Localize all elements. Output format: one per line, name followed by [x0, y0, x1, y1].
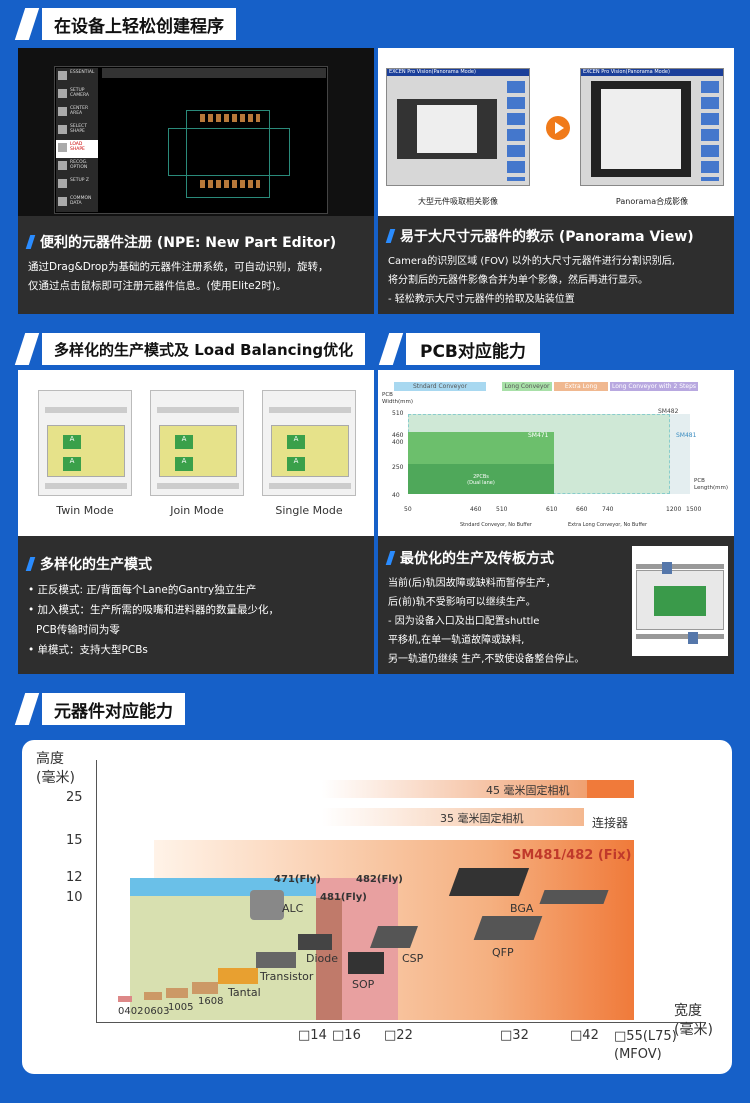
csp-icon — [369, 926, 419, 948]
modes-illustration: A A Twin Mode A A Join Mode A A Single M… — [18, 370, 374, 536]
npe-menu-item[interactable]: SETUP Z — [56, 176, 98, 194]
npe-menu-item[interactable]: SETUP CAMERA — [56, 86, 98, 104]
mode-illustration: A A — [150, 390, 244, 496]
menu-item-icon — [58, 161, 67, 170]
panorama-screenshots: EXCEN Pro Vision(Panorama Mode) EXCEN Pr… — [378, 48, 734, 216]
components-chart: 高度 (毫米) 25 15 12 10 45 毫米固定相机 35 毫米固定相机 … — [22, 740, 732, 1074]
mode-label: Join Mode — [170, 504, 224, 517]
menu-item-icon — [58, 143, 67, 152]
menu-item-icon — [58, 197, 67, 206]
npe-menu-item[interactable]: SELECT SHAPE — [56, 122, 98, 140]
section-title-components: 元器件对应能力 — [14, 693, 185, 725]
qfp-icon — [473, 916, 543, 940]
npe-heading: 便利的元器件注册 (NPE: New Part Editor) — [40, 235, 337, 251]
menu-item-icon — [58, 125, 67, 134]
alc-icon — [250, 890, 284, 920]
y-axis-title: 高度 (毫米) — [36, 751, 75, 786]
panorama-left-caption: 大型元件吸取相关影像 — [418, 197, 498, 206]
sop-icon — [348, 952, 384, 974]
npe-caption: 便利的元器件注册 (NPE: New Part Editor) 通过Drag&D… — [25, 232, 368, 296]
pcb-panel: Stndard Conveyor Long Conveyor Extra Lon… — [378, 370, 734, 674]
mode-label: Single Mode — [275, 504, 343, 517]
section-title-create-program: 在设备上轻松创建程序 — [14, 8, 236, 40]
mode-label: Twin Mode — [56, 504, 114, 517]
menu-item-icon — [58, 107, 67, 116]
mode-illustration: A A — [262, 390, 356, 496]
conveyor-heading: 最优化的生产及传板方式 — [400, 551, 554, 567]
npe-menu-item[interactable]: COMMON DATA — [56, 194, 98, 212]
modes-caption: 多样化的生产模式 • 正反模式: 正/背面每个Lane的Gantry独立生产 •… — [25, 554, 372, 660]
mode-illustration: A A — [38, 390, 132, 496]
part-0402-icon — [118, 996, 132, 1002]
npe-menu-item[interactable]: LOAD SHAPE — [56, 140, 98, 158]
conveyor-illustration — [632, 546, 728, 656]
panorama-left-window: EXCEN Pro Vision(Panorama Mode) — [386, 68, 530, 186]
panorama-right-caption: Panorama合成影像 — [615, 197, 689, 206]
section-title-pcb: PCB对应能力 — [378, 333, 540, 365]
conveyor-caption: 最优化的生产及传板方式 当前(后)轨因故障或缺料而暂停生产， 后(前)轨不受影响… — [385, 548, 624, 669]
diode-icon — [298, 934, 332, 950]
pcb-chart: Stndard Conveyor Long Conveyor Extra Lon… — [378, 370, 734, 536]
panorama-panel: EXCEN Pro Vision(Panorama Mode) EXCEN Pr… — [378, 48, 734, 314]
modes-heading: 多样化的生产模式 — [40, 557, 152, 573]
part-1608-icon — [192, 982, 218, 994]
bga-icon — [448, 868, 530, 896]
menu-item-icon — [58, 179, 67, 188]
x-axis-title: 宽度 (毫米) — [674, 1003, 713, 1038]
tantal-icon — [218, 968, 258, 984]
npe-menu-item[interactable]: CENTER AREA — [56, 104, 98, 122]
part-1005-icon — [166, 988, 188, 998]
panorama-caption: 易于大尺寸元器件的教示 (Panorama View) Camera的识别区域 … — [385, 226, 732, 309]
transistor-icon — [256, 952, 296, 968]
panorama-heading: 易于大尺寸元器件的教示 (Panorama View) — [400, 229, 694, 245]
panorama-right-window: EXCEN Pro Vision(Panorama Mode) — [580, 68, 724, 186]
part-0603-icon — [144, 992, 162, 1000]
section-title-production-modes: 多样化的生产模式及 Load Balancing优化 — [14, 333, 366, 365]
npe-menu-item[interactable]: ESSENTIAL — [56, 68, 98, 86]
npe-menu-item[interactable]: RECOG. OPTION — [56, 158, 98, 176]
arrow-right-icon — [546, 116, 570, 140]
menu-item-icon — [58, 89, 67, 98]
modes-panel: A A Twin Mode A A Join Mode A A Single M… — [18, 370, 374, 674]
connector-part-icon — [539, 890, 609, 904]
menu-item-icon — [58, 71, 67, 80]
